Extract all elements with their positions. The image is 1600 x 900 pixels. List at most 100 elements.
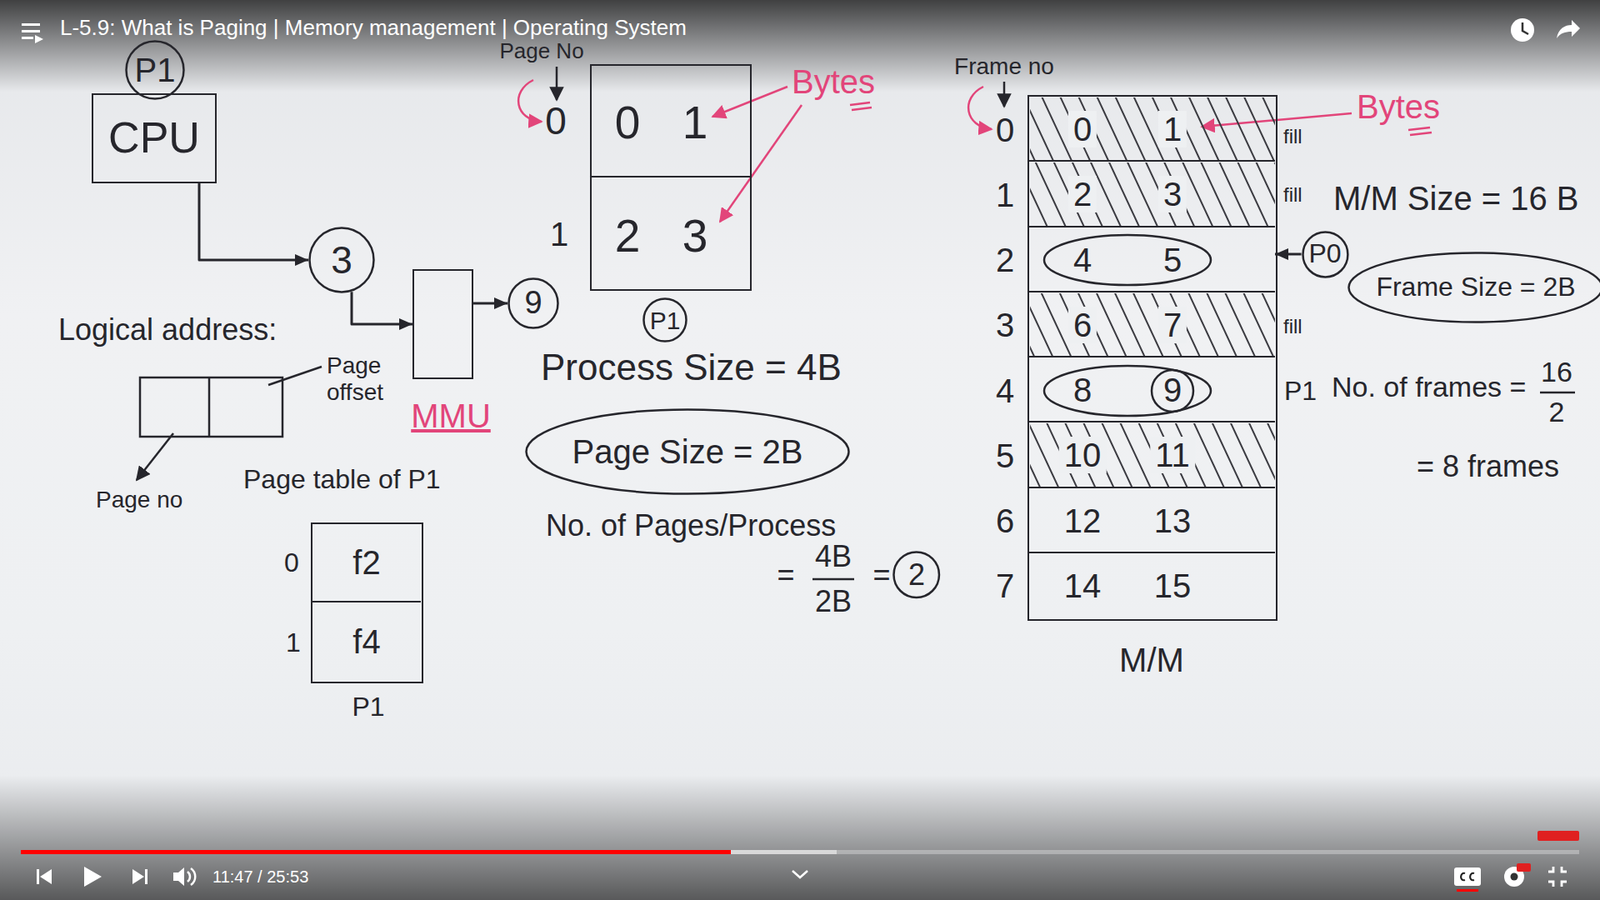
video-time: 11:47 / 25:53 — [212, 867, 309, 887]
player-icons — [1516, 863, 1531, 872]
process-circle: P1 — [125, 40, 185, 100]
node-text: 3 — [682, 210, 709, 262]
leader-line — [136, 66, 1575, 580]
node-text: 14 — [1064, 567, 1102, 605]
player-icons — [190, 868, 195, 885]
node-text: 2 — [1068, 175, 1097, 213]
player-icons — [21, 23, 40, 26]
mmu-box: MMU — [412, 269, 474, 380]
player-icons — [21, 30, 40, 33]
outline-shape — [126, 41, 185, 100]
progress-bar — [20, 850, 837, 855]
pink-pointer — [720, 105, 802, 222]
frame-number: 2 — [995, 240, 1015, 280]
process-circle: P0 — [1301, 230, 1350, 279]
node-text: Page Size = 2B — [572, 433, 804, 470]
index-number: 0 — [284, 547, 300, 579]
frame-number: 4 — [995, 371, 1015, 410]
frame-number: 1 — [995, 175, 1015, 215]
page-row: 23 — [590, 175, 752, 291]
connector-arrow — [351, 291, 413, 330]
node-text: f4 — [352, 623, 380, 660]
player-icons — [1510, 18, 1535, 42]
memory-frame: 89 — [1029, 357, 1275, 423]
player-icons — [1460, 873, 1465, 880]
node-text: 8 — [1073, 371, 1092, 409]
player-icons — [173, 867, 185, 886]
index-number: 1 — [285, 627, 301, 659]
logical-address-box — [140, 377, 283, 437]
logical-address-box — [140, 377, 283, 437]
node-text: 0 — [1068, 110, 1097, 148]
progress-bar — [20, 850, 1580, 855]
outline-shape — [509, 279, 559, 329]
progress-bar — [20, 830, 1580, 855]
player-icons — [35, 35, 44, 44]
video-title: L-5.9: What is Paging | Memory managemen… — [60, 15, 687, 41]
math-sign: = — [776, 557, 795, 592]
frame-hatching — [1030, 97, 1275, 161]
arrow-head — [399, 318, 413, 330]
node-text: 3 — [1158, 175, 1187, 213]
pink-pointer — [1410, 132, 1432, 135]
connector-line — [199, 183, 309, 260]
result-circle: 2 — [892, 550, 940, 599]
node-text: 9 — [524, 285, 542, 321]
node-text: 0 — [615, 97, 641, 149]
address-circle: 3 — [308, 226, 375, 294]
fill-note: fill — [1283, 315, 1303, 339]
table-heading: Page table of P1 — [243, 464, 441, 495]
player-icons — [1556, 20, 1580, 39]
node-text: 12 — [1064, 502, 1102, 540]
memory-frame: 01 — [1029, 96, 1275, 162]
player-icons — [21, 18, 1580, 892]
pink-pointer — [851, 107, 872, 110]
progress-bar — [1537, 830, 1580, 841]
arrow-head — [295, 254, 309, 266]
leader-line — [136, 433, 174, 480]
leader-line — [1003, 81, 1006, 107]
node-text: 1 — [1158, 110, 1187, 148]
fill-note: fill — [1283, 125, 1303, 149]
field-label: Page offset — [326, 352, 394, 406]
player-icons — [1522, 22, 1529, 35]
board-note: No. of Pages/Process — [545, 508, 836, 543]
memory-frame: 45 — [1029, 227, 1275, 293]
frame-number: 6 — [995, 501, 1015, 540]
pink-pointer — [712, 86, 788, 117]
main-memory: M/M0123456789101112131415 — [1027, 95, 1278, 621]
index-number: 0 — [545, 99, 567, 144]
node-text: 15 — [1154, 567, 1192, 605]
memory-frame: 67 — [1029, 292, 1275, 358]
logical-address-box — [208, 377, 211, 437]
connector-arrow — [199, 183, 309, 266]
player-icons — [1510, 873, 1519, 881]
ring-mark — [1151, 370, 1194, 412]
arrow-head — [494, 297, 508, 310]
node-text: 10 — [1059, 436, 1107, 474]
cpu-box: CPU — [91, 93, 217, 184]
math-sign: = — [872, 557, 890, 592]
column-heading: Frame no — [954, 53, 1055, 80]
player-icons — [132, 869, 145, 885]
node-text: 2 — [908, 558, 925, 592]
leader-line — [268, 366, 322, 385]
page-table-entry: f4 — [312, 602, 421, 681]
player-icons — [1456, 889, 1479, 892]
outline-shape — [1302, 231, 1348, 277]
node-text: P1 — [135, 51, 176, 89]
unit-label: MMU — [410, 397, 491, 435]
node-text: 7 — [1158, 306, 1187, 344]
callout-label: Bytes — [791, 62, 875, 101]
fraction-number: 4B — [815, 539, 852, 574]
bottom-shade — [0, 775, 1600, 900]
page-table-entry: f2 — [312, 524, 421, 603]
outline-shape — [310, 228, 375, 293]
node-text: 11 — [1150, 436, 1195, 474]
node-text: 1 — [682, 97, 709, 149]
process-tag: P1 — [1284, 375, 1317, 407]
node-text: CPU — [108, 114, 200, 162]
fraction-number: 2B — [815, 584, 852, 619]
player-icons — [21, 36, 34, 40]
